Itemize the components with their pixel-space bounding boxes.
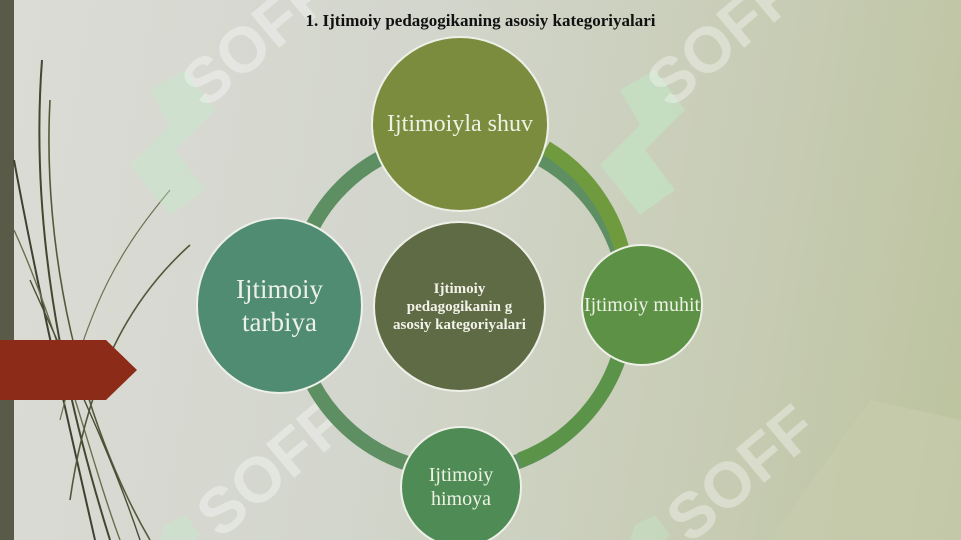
watermark-logo-right	[600, 70, 685, 215]
left-edge-bar	[0, 0, 14, 540]
grass-stroke	[69, 244, 191, 501]
grass-stroke	[29, 279, 141, 540]
watermark-logo-left	[130, 70, 215, 215]
watermark-logo-bottom	[160, 515, 670, 540]
corner-shape	[770, 400, 961, 540]
grass-stroke	[38, 59, 111, 540]
grass-stroke	[48, 99, 151, 540]
red-arrow-shape	[0, 340, 137, 400]
node-social-upbringing: Ijtimoiy tarbiya	[196, 217, 363, 394]
node-social-protection: Ijtimoiy himoya	[400, 426, 522, 540]
node-socialization: Ijtimoiyla shuv	[371, 36, 549, 212]
center-node: Ijtimoiy pedagogikanin g asosiy kategori…	[373, 221, 546, 392]
slide-title: 1. Ijtimoiy pedagogikaning asosiy katego…	[305, 11, 656, 30]
node-social-environment: Ijtimoiy muhit	[581, 244, 703, 366]
